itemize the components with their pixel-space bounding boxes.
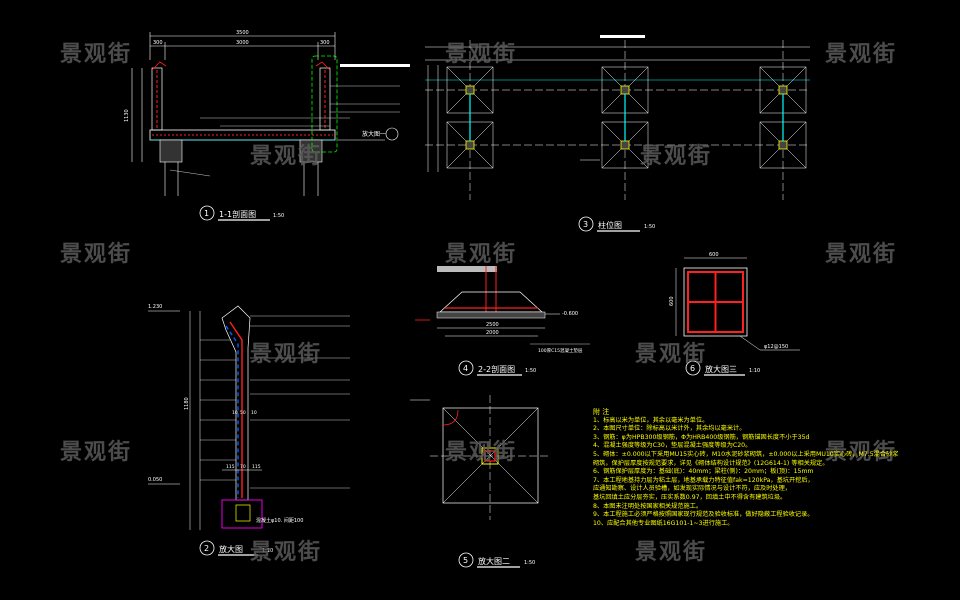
d1-scale: 1:50	[273, 213, 284, 219]
d4-note: 100厚C15混凝土垫层	[538, 347, 583, 354]
watermark: 景观街	[635, 540, 708, 565]
notes-heading: 附 注	[593, 408, 610, 416]
d3-num: 3	[583, 220, 588, 229]
drawing-5-enlarged: 5 放大图二 1:50	[410, 395, 550, 568]
d1-num: 1	[204, 209, 209, 218]
d4-num: 4	[463, 364, 468, 373]
watermark: 景观街	[250, 144, 323, 169]
d2-bottom-dim-b: 70	[240, 464, 246, 470]
drawing-6-enlarged: 600 600 φ12@150 6 放大图三 1:10	[669, 252, 800, 376]
note-item: 应通知勘察、设计人员验槽，如发现实际情况与设计不符，应及时处理，	[593, 485, 791, 493]
watermark: 景观街	[60, 242, 133, 267]
watermark: 景观街	[825, 42, 898, 67]
detail-label: 放大图一	[362, 130, 386, 138]
dim-mid: 3000	[236, 40, 249, 46]
d4-dim-b: 2000	[486, 330, 499, 336]
note-item: 基坑回填土应分层夯实，压实系数0.97，回填土中不得含有建筑垃圾。	[593, 493, 787, 501]
note-item: 7、本工程地基持力层为粘土层，地基承载力特征值fak=120kPa，基坑开挖后，	[593, 476, 814, 484]
note-item: 8、本图未注明处按国家相关规范施工。	[593, 502, 703, 510]
d3-title: 柱位图	[598, 220, 622, 230]
drawing-3-column-layout: 3 柱位图 1:50	[425, 35, 810, 232]
d2-num: 2	[204, 544, 209, 553]
d2-mid-dim-a: 10	[232, 410, 238, 416]
d4-title: 2-2剖面图	[478, 364, 515, 374]
note-item: 3、钢筋：φ为HPB300级钢筋，Φ为HRB400级钢筋，钢筋锚固长度不小于35…	[593, 433, 810, 441]
watermark: 景观街	[445, 242, 518, 267]
d2-bottom-dim-a: 115	[226, 464, 235, 470]
d5-num: 5	[463, 556, 468, 565]
note-item: 4、混凝土强度等级为C30，垫层混凝土强度等级为C20。	[593, 442, 752, 450]
note-item: 1、标高以米为单位，其余以毫米为单位。	[593, 416, 709, 424]
d2-level-bottom: 0.050	[148, 477, 162, 483]
d2-mid-dim-c: 10	[251, 410, 257, 416]
d4-scale: 1:50	[525, 368, 536, 374]
d2-height: 1180	[184, 397, 190, 410]
d2-level-top: 1.230	[148, 304, 162, 310]
watermark: 景观街	[825, 242, 898, 267]
note-item: 2、本图尺寸单位：除标高以米计外，其余均以毫米计。	[593, 425, 746, 433]
d6-note: φ12@150	[764, 344, 788, 350]
dim-total: 3500	[236, 30, 249, 36]
d2-mid-dim-b: 50	[240, 410, 246, 416]
design-notes: 附 注 1、标高以米为单位，其余以毫米为单位。 2、本图尺寸单位：除标高以米计外…	[593, 408, 933, 528]
dim-left: 300	[153, 40, 163, 46]
dim-right: 300	[320, 40, 330, 46]
d2-scale: 1:10	[262, 548, 273, 554]
d6-num: 6	[690, 364, 695, 373]
watermark: 景观街	[250, 540, 323, 565]
d2-bottom-dim-c: 115	[252, 464, 261, 470]
d5-title: 放大图二	[478, 556, 510, 566]
d4-dim-a: 2500	[486, 322, 499, 328]
note-item: 10、应配合其他专业图纸16G101-1~3进行施工。	[593, 519, 734, 527]
d6-dim-top: 600	[709, 252, 719, 258]
note-item: 6、钢筋保护层厚度为：基础(底)：40mm；梁柱(侧)：20mm；板(顶)：15…	[593, 468, 814, 476]
watermark: 景观街	[445, 42, 518, 67]
watermark: 景观街	[60, 440, 133, 465]
drawing-1-section: 3500 300 3000 300 1130	[124, 30, 410, 221]
watermark: 景观街	[825, 440, 898, 465]
drawing-4-section: 2500 2000 -0.600 100厚C15混凝土垫层 4 2-2剖面图 1…	[415, 266, 590, 376]
d5-scale: 1:50	[524, 560, 535, 566]
note-item: 9、本工程施工必须严格按照国家现行规范及验收标准，做好隐蔽工程验收记录。	[593, 511, 814, 519]
d2-title: 放大图	[219, 544, 243, 554]
dim-height: 1130	[124, 109, 130, 122]
watermark: 景观街	[445, 440, 518, 465]
drawing-2-enlarged: 1.230 0.050 1180 10 50 10 115 70	[148, 304, 350, 556]
d6-dim-left: 600	[669, 296, 675, 306]
note-item: 砌筑，保护层厚度按规范要求，详见《砌体结构设计规范》(12G614-1) 等相关…	[593, 459, 829, 467]
d4-level: -0.600	[562, 311, 578, 317]
watermark: 景观街	[250, 342, 323, 367]
d6-scale: 1:10	[749, 368, 760, 374]
d2-note-1: 混凝土φ10. 间距100	[256, 517, 303, 524]
watermark: 景观街	[60, 42, 133, 67]
watermark: 景观街	[640, 144, 713, 169]
d1-title: 1-1剖面图	[219, 209, 256, 219]
watermark: 景观街	[635, 342, 708, 367]
d6-title: 放大图三	[705, 364, 737, 374]
note-item: 5、砌体：±0.000以下采用MU15实心砖，M10水泥砂浆砌筑，±0.000以…	[593, 450, 899, 458]
d3-scale: 1:50	[644, 224, 655, 230]
